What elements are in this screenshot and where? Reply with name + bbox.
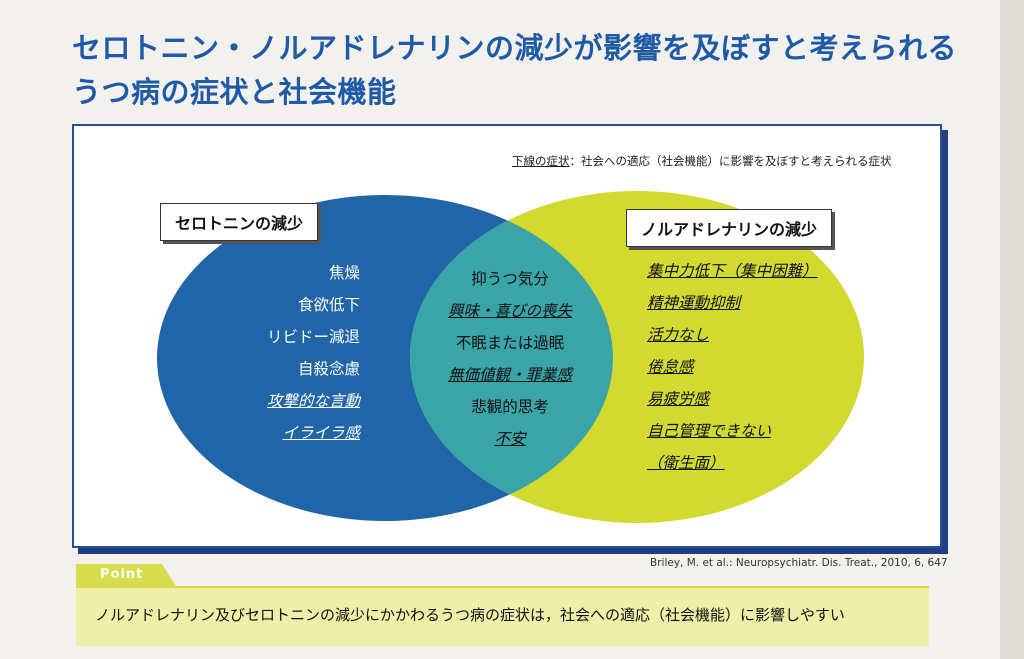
- noradrenaline-symptom-4: 易疲労感: [647, 390, 710, 408]
- shared-symptom-5: 不安: [494, 430, 526, 448]
- noradrenaline-decrease-label: ノルアドレナリンの減少: [626, 209, 833, 247]
- title-line-2: うつ病の症状と社会機能: [72, 75, 397, 109]
- point-tab: Point: [76, 564, 176, 586]
- noradrenaline-symptom-1: 精神運動抑制: [647, 294, 741, 312]
- serotonin-symptom-5: イライラ感: [282, 424, 360, 442]
- serotonin-symptom-4: 攻撃的な言動: [266, 392, 360, 410]
- noradrenaline-symptom-0: 集中力低下（集中困難）: [647, 262, 818, 280]
- underline-note-text: ：社会への適応（社会機能）に影響を及ぼすと考えられる症状: [569, 154, 892, 168]
- underline-note: 下線の症状：社会への適応（社会機能）に影響を及ぼすと考えられる症状: [512, 153, 892, 169]
- shared-symptom-3: 無価値観・罪業感: [447, 366, 572, 384]
- noradrenaline-symptom-2: 活力なし: [647, 326, 710, 344]
- shared-symptom-0: 抑うつ気分: [471, 270, 549, 288]
- point-text: ノルアドレナリン及びセロトニンの減少にかかわるうつ病の症状は，社会への適応（社会…: [95, 606, 845, 624]
- overlap-region: [410, 195, 613, 521]
- title-line-1: セロトニン・ノルアドレナリンの減少が影響を及ぼすと考えられる: [72, 31, 958, 65]
- page-title: セロトニン・ノルアドレナリンの減少が影響を及ぼすと考えられる うつ病の症状と社会…: [72, 26, 957, 114]
- shared-symptom-2: 不眠または過眠: [455, 334, 565, 352]
- serotonin-decrease-label: セロトニンの減少: [160, 203, 319, 241]
- serotonin-symptom-list: 焦燥食欲低下リビドー減退自殺念慮攻撃的な言動イライラ感: [267, 257, 360, 449]
- point-box: [76, 586, 929, 646]
- serotonin-symptom-3: 自殺念慮: [297, 360, 360, 378]
- serotonin-symptom-2: リビドー減退: [266, 328, 360, 346]
- shared-symptom-1: 興味・喜びの喪失: [447, 302, 572, 320]
- noradrenaline-symptom-6: （衛生面）: [647, 454, 725, 472]
- noradrenaline-symptom-5: 自己管理できない: [647, 422, 772, 440]
- citation: Briley, M. et al.: Neuropsychiatr. Dis. …: [650, 557, 948, 569]
- noradrenaline-symptom-3: 倦怠感: [647, 358, 694, 376]
- page-edge: [1000, 0, 1024, 659]
- serotonin-symptom-1: 食欲低下: [297, 296, 360, 314]
- shared-symptom-list: 抑うつ気分興味・喜びの喪失不眠または過眠無価値観・罪業感悲観的思考不安: [425, 263, 595, 455]
- serotonin-symptom-0: 焦燥: [328, 264, 360, 282]
- shared-symptom-4: 悲観的思考: [471, 398, 549, 416]
- noradrenaline-symptom-list: 集中力低下（集中困難） 精神運動抑制活力なし倦怠感易疲労感自己管理できない （衛生面…: [647, 255, 818, 479]
- underline-note-label: 下線の症状: [512, 154, 570, 168]
